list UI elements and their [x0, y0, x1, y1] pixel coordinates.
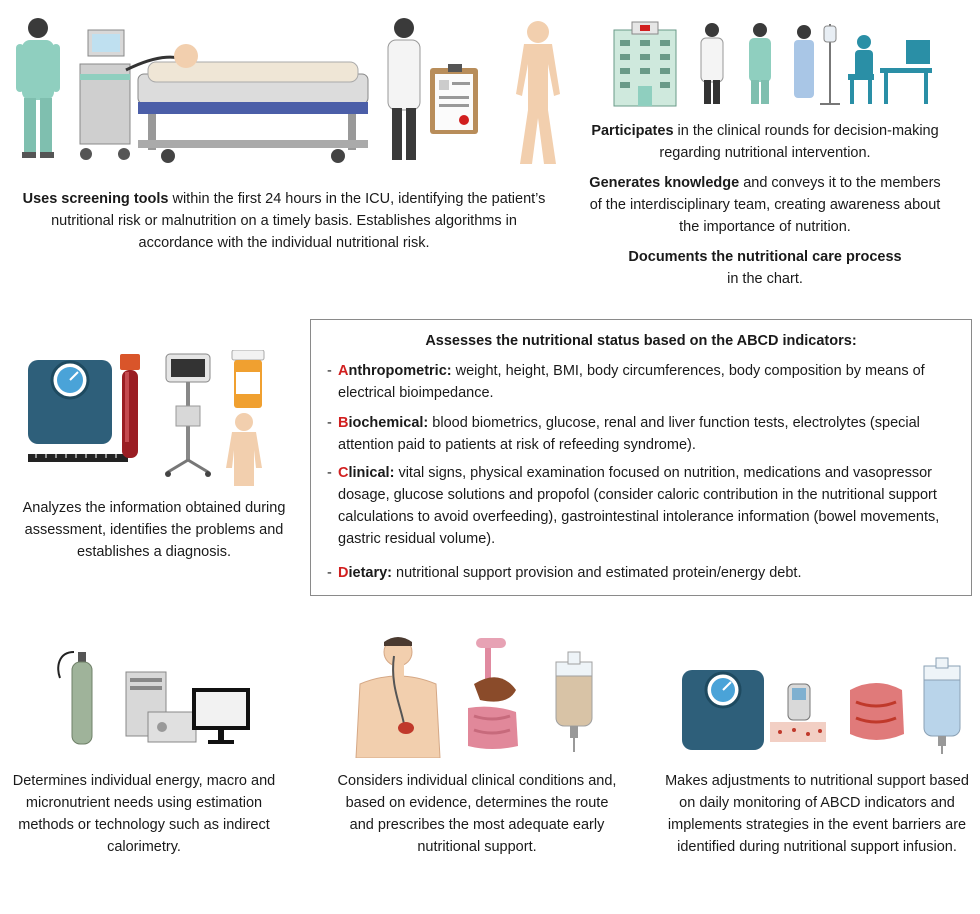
team-illustration	[613, 21, 932, 107]
abcd-letter-a: A	[338, 363, 349, 379]
abcd-item-clinical: - Clinical: vital signs, physical examin…	[327, 465, 940, 547]
body-outline-icon	[516, 21, 560, 164]
adjustments-description: Makes adjustments to nutritional support…	[664, 770, 970, 858]
participates-rest: in the clinical rounds for decision-maki…	[659, 123, 939, 161]
knowledge-rest: and conveys it to the members of the int…	[589, 175, 941, 235]
icu-scene-illustration	[16, 18, 560, 164]
abcd-text-c: vital signs, physical examination focuse…	[338, 465, 940, 547]
abcd-text-b: blood biometrics, glucose, renal and liv…	[338, 415, 920, 453]
abcd-letter-c: C	[338, 465, 349, 481]
abcd-word-c: linical:	[348, 465, 395, 481]
doctor-small-icon	[700, 23, 724, 104]
screening-rest: within the first 24 hours in the ICU, id…	[51, 191, 546, 251]
team-description: Participates in the clinical rounds for …	[584, 120, 946, 290]
abcd-indicators-box: Assesses the nutritional status based on…	[310, 319, 972, 596]
clipboard-icon	[430, 64, 478, 134]
clinical-conditions-illustration	[355, 637, 593, 758]
patient-iv-icon	[794, 24, 840, 105]
route-text: Considers individual clinical conditions…	[337, 773, 617, 855]
nurse-icon	[16, 18, 60, 158]
abcd-letter-b: B	[338, 415, 349, 431]
abcd-word-d: ietary:	[348, 565, 393, 581]
doctor-icon	[387, 18, 421, 160]
analysis-text: Analyzes the information obtained during…	[22, 500, 286, 560]
route-description: Considers individual clinical conditions…	[332, 770, 622, 858]
abcd-item-dietary: - Dietary: nutritional support provision…	[327, 565, 802, 581]
adjustments-text: Makes adjustments to nutritional support…	[665, 773, 969, 855]
abcd-word-b: iochemical:	[348, 415, 429, 431]
nutrition-bag-right-icon	[923, 657, 961, 754]
energy-needs-description: Determines individual energy, macro and …	[2, 770, 286, 858]
glucometer-icon	[770, 683, 826, 742]
analysis-description: Analyzes the information obtained during…	[6, 497, 302, 563]
abcd-text-a: weight, height, BMI, body circumferences…	[338, 363, 925, 401]
abcd-title: Assesses the nutritional status based on…	[425, 333, 857, 349]
knowledge-lead: Generates knowledge	[589, 175, 740, 191]
abcd-text-d: nutritional support provision and estima…	[392, 565, 802, 581]
assessment-illustration	[28, 350, 265, 486]
blood-tube-icon	[120, 354, 140, 458]
body-outline-small-icon	[226, 413, 262, 486]
abcd-word-a: nthropometric:	[348, 363, 452, 379]
participates-lead: Participates	[591, 123, 674, 139]
calorimetry-computer-icon	[125, 671, 197, 743]
abcd-letter-d: D	[338, 565, 349, 581]
nurse-small-icon	[749, 23, 771, 104]
energy-needs-text: Determines individual energy, macro and …	[12, 773, 276, 855]
monitor-icon	[192, 688, 250, 744]
digestive-system-icon	[468, 638, 518, 749]
scale-icon	[28, 360, 128, 462]
documents-rest: in the chart.	[727, 271, 803, 287]
calorimetry-illustration	[57, 651, 250, 745]
bioimpedance-device-icon	[165, 353, 211, 477]
scale-right-icon	[682, 670, 764, 750]
pill-bottle-icon	[231, 350, 265, 408]
nutrition-bag-icon	[555, 651, 593, 752]
gas-cylinder-icon	[57, 651, 93, 745]
hospital-building-icon	[613, 21, 677, 107]
abcd-item-biochemical: - Biochemical: blood biometrics, glucose…	[327, 415, 920, 453]
screening-lead: Uses screening tools	[22, 191, 169, 207]
abcd-item-anthropometric: - Anthropometric: weight, height, BMI, b…	[327, 363, 925, 401]
intestine-icon	[850, 683, 904, 740]
documents-lead: Documents the nutritional care process	[628, 249, 902, 265]
monitoring-illustration	[682, 657, 961, 754]
icu-bed-ventilator-icon	[79, 29, 369, 163]
torso-feeding-tube-icon	[355, 637, 441, 758]
computer-desk-icon	[848, 35, 932, 104]
screening-description: Uses screening tools within the first 24…	[20, 188, 548, 254]
